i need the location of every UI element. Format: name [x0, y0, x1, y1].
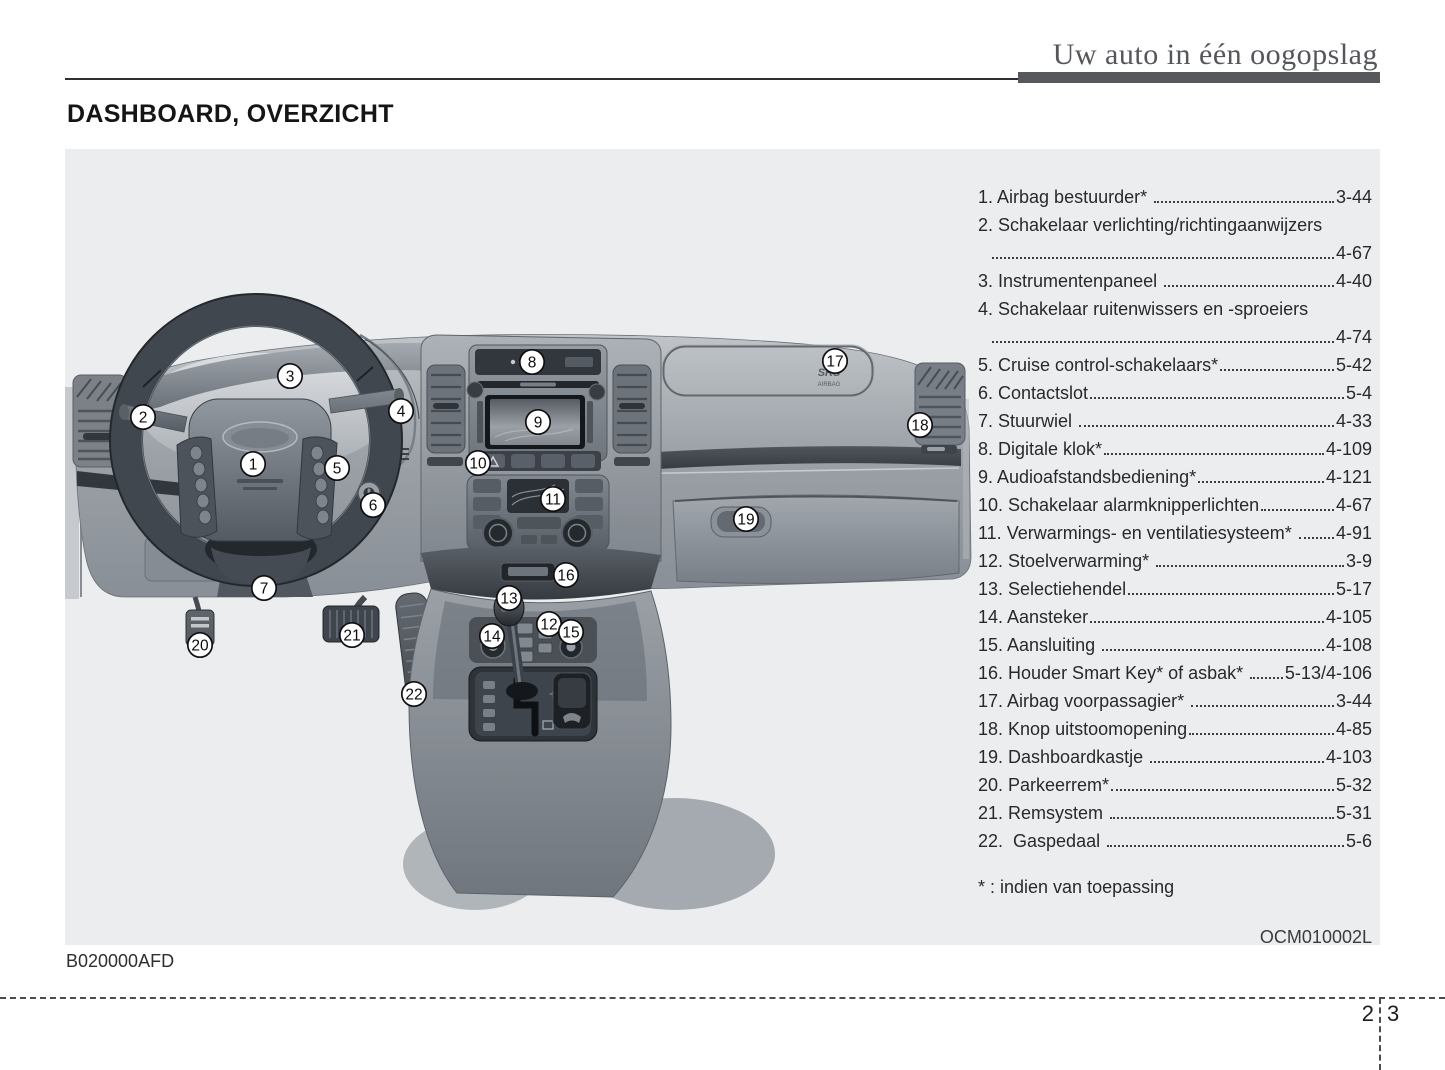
- callout-21: 21: [338, 621, 366, 649]
- document-code: B020000AFD: [66, 951, 175, 971]
- svg-text:11: 11: [545, 491, 561, 508]
- svg-text:8: 8: [528, 354, 537, 371]
- svg-text:5: 5: [333, 460, 342, 477]
- callout-1: 1: [239, 450, 267, 478]
- legend-row: 21. Remsystem 5-31: [978, 803, 1372, 823]
- center-vent-left: [426, 364, 466, 454]
- svg-text:16: 16: [557, 567, 574, 584]
- svg-text:21: 21: [343, 627, 360, 644]
- center-console: +: [408, 545, 672, 898]
- climate-knob-left: [482, 517, 514, 549]
- callout-13: 13: [495, 584, 523, 612]
- callout-15: 15: [557, 618, 585, 646]
- dashboard-figure: SRS AIRBAG: [65, 149, 1380, 948]
- svg-text:20: 20: [191, 637, 209, 654]
- legend-row: 8. Digitale klok*4-109: [978, 439, 1372, 459]
- svg-text:6: 6: [369, 497, 378, 514]
- callout-19: 19: [732, 505, 760, 533]
- legend-row: 22. Gaspedaal 5-6: [978, 831, 1372, 851]
- legend-rows: 1. Airbag bestuurder* 3-44 2. Schakelaar …: [978, 182, 1372, 854]
- svg-text:17: 17: [826, 353, 843, 370]
- center-vent-right: [612, 364, 652, 454]
- callout-11: 11: [539, 485, 567, 513]
- legend-row: 1. Airbag bestuurder* 3-44: [978, 187, 1372, 207]
- legend-row: 9. Audioafstandsbediening*4-121: [978, 467, 1372, 487]
- dashboard-illustration: SRS AIRBAG: [65, 293, 972, 910]
- svg-text:19: 19: [737, 511, 754, 528]
- callout-10: 10: [464, 449, 492, 477]
- callout-9: 9: [524, 408, 552, 436]
- svg-text:2: 2: [139, 409, 148, 426]
- steering-wheel: [109, 293, 404, 587]
- chapter-title: Uw auto in één oogopslag: [1052, 38, 1378, 71]
- svg-text:3: 3: [286, 368, 295, 385]
- callout-20: 20: [186, 631, 214, 659]
- svg-text:4: 4: [397, 403, 406, 420]
- svg-text:10: 10: [469, 455, 487, 472]
- passenger-side-vent: [914, 362, 966, 454]
- page-number-right: 3: [1387, 1001, 1400, 1026]
- header-bar: [1018, 72, 1380, 83]
- callout-7: 7: [250, 574, 278, 602]
- srs-airbag-label: AIRBAG: [818, 382, 841, 388]
- legend-row: 3. Instrumentenpaneel 4-40: [978, 271, 1372, 291]
- svg-text:22: 22: [405, 686, 422, 703]
- passenger-airbag-panel: SRS AIRBAG: [661, 344, 875, 398]
- callout-14: 14: [478, 622, 506, 650]
- callout-17: 17: [821, 347, 849, 375]
- figure-code: OCM010002L: [1259, 927, 1372, 947]
- legend-row: 16. Houder Smart Key* of asbak* 5-13/4-1…: [978, 663, 1372, 683]
- legend-row: 20. Parkeerrem*5-32: [978, 775, 1372, 795]
- legend-row: 12. Stoelverwarming* 3-9: [978, 551, 1372, 571]
- climate-knob-right: [561, 517, 593, 549]
- svg-text:15: 15: [562, 624, 579, 641]
- svg-text:13: 13: [500, 590, 517, 607]
- callout-22: 22: [400, 680, 428, 708]
- cut-line-horizontal: [0, 997, 1445, 999]
- legend-footnote: * : indien van toepassing: [978, 877, 1175, 897]
- legend-row: 5. Cruise control-schakelaars*5-42: [978, 355, 1372, 375]
- legend-row: 4-74: [978, 322, 1372, 350]
- callout-5: 5: [323, 454, 351, 482]
- callout-12: 12: [535, 610, 563, 638]
- svg-text:14: 14: [483, 628, 501, 645]
- legend-row: 2. Schakelaar verlichting/richtingaanwij…: [978, 215, 1323, 235]
- glove-box: [672, 494, 960, 584]
- cut-line-vertical: [1379, 998, 1381, 1070]
- callout-4: 4: [387, 397, 415, 425]
- callout-6: 6: [359, 491, 387, 519]
- page-number-left: 2: [1361, 1001, 1374, 1026]
- header-rule: [65, 78, 1020, 80]
- legend-row: 7. Stuurwiel 4-33: [978, 411, 1372, 431]
- legend-row: 17. Airbag voorpassagier* 3-44: [978, 691, 1372, 711]
- legend-row: 4. Schakelaar ruitenwissers en -sproeier…: [978, 299, 1309, 319]
- svg-text:1: 1: [249, 456, 258, 473]
- callout-16: 16: [552, 561, 580, 589]
- page-title: DASHBOARD, OVERZICHT: [67, 100, 394, 128]
- climate-control: [466, 474, 610, 552]
- legend-row: 19. Dashboardkastje 4-103: [978, 747, 1372, 767]
- callout-2: 2: [129, 403, 157, 431]
- svg-text:9: 9: [534, 414, 543, 431]
- cup-holder: [552, 672, 592, 730]
- legend-row: 11. Verwarmings- en ventilatiesysteem* 4…: [978, 523, 1372, 543]
- gear-shifter: +: [468, 589, 598, 742]
- callout-3: 3: [276, 362, 304, 390]
- hazard-button-row: [475, 451, 601, 471]
- svg-text:18: 18: [911, 417, 928, 434]
- legend-row: 4-67: [978, 238, 1372, 266]
- svg-text:12: 12: [540, 616, 557, 633]
- legend-row: 15. Aansluiting 4-108: [978, 635, 1372, 655]
- figure-legend: 1. Airbag bestuurder* 3-44 2. Schakelaar …: [978, 182, 1372, 948]
- callout-8: 8: [518, 348, 546, 376]
- callout-18: 18: [906, 411, 934, 439]
- svg-text:7: 7: [260, 580, 269, 597]
